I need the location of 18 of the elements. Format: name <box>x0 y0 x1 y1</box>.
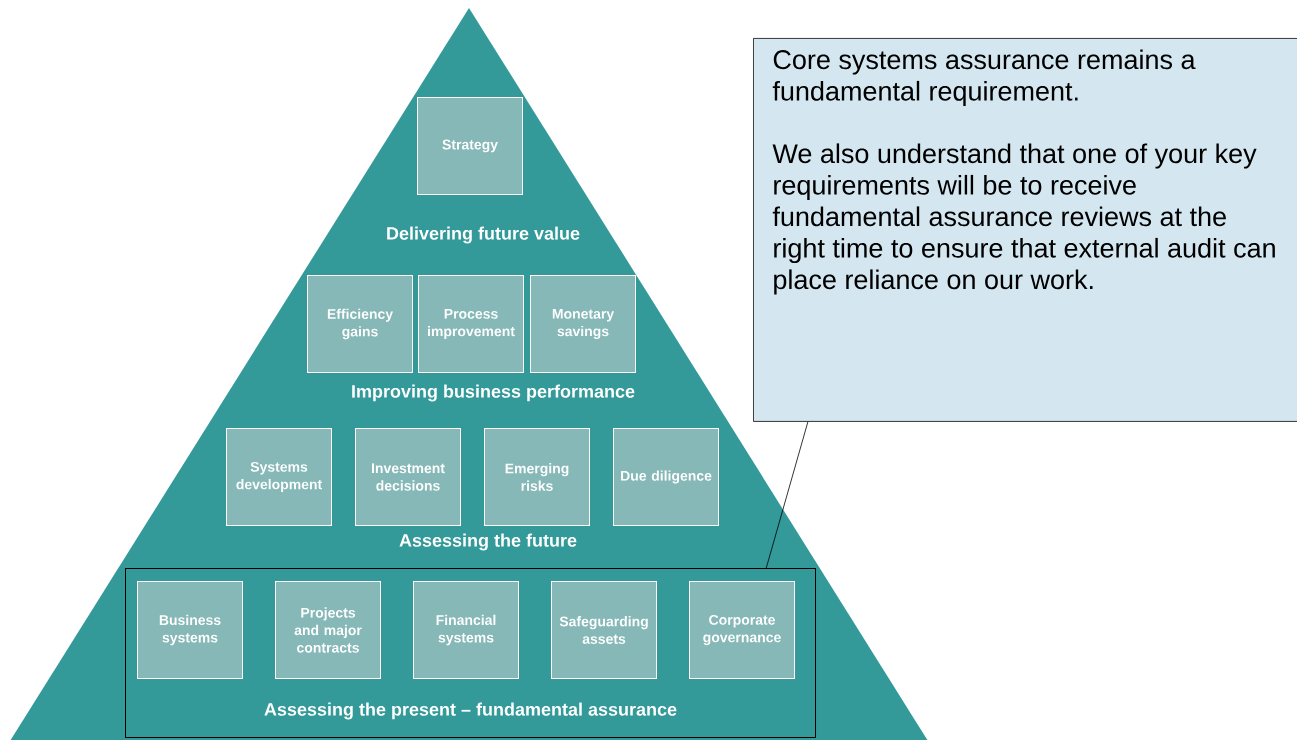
topic-box: Process improvement <box>418 275 524 373</box>
topic-box: Strategy <box>417 97 523 195</box>
topic-box: Investment decisions <box>355 428 461 526</box>
level-heading: Improving business performance <box>352 384 635 402</box>
topic-box: Safeguarding assets <box>551 581 657 679</box>
topic-box: Financial systems <box>413 581 519 679</box>
level-heading: Delivering future value <box>387 226 580 244</box>
topic-box: Systems development <box>226 428 332 526</box>
topic-box: Efficiency gains <box>307 275 413 373</box>
callout-box: Core systems assurance remains a fundamental requirement. We also understand that one of your key requirements will be to receive fundamental assurance reviews at the right time to ensure that external audit can place reliance on our work. <box>753 38 1297 422</box>
leader-line <box>765 421 809 569</box>
topic-box: Corporate governance <box>689 581 795 679</box>
topic-box: Projects and major contracts <box>275 581 381 679</box>
topic-box: Emerging risks <box>484 428 590 526</box>
level-heading: Assessing the future <box>399 533 577 551</box>
topic-box: Monetary savings <box>530 275 636 373</box>
topic-box: Business systems <box>137 581 243 679</box>
topic-box: Due diligence <box>613 428 719 526</box>
